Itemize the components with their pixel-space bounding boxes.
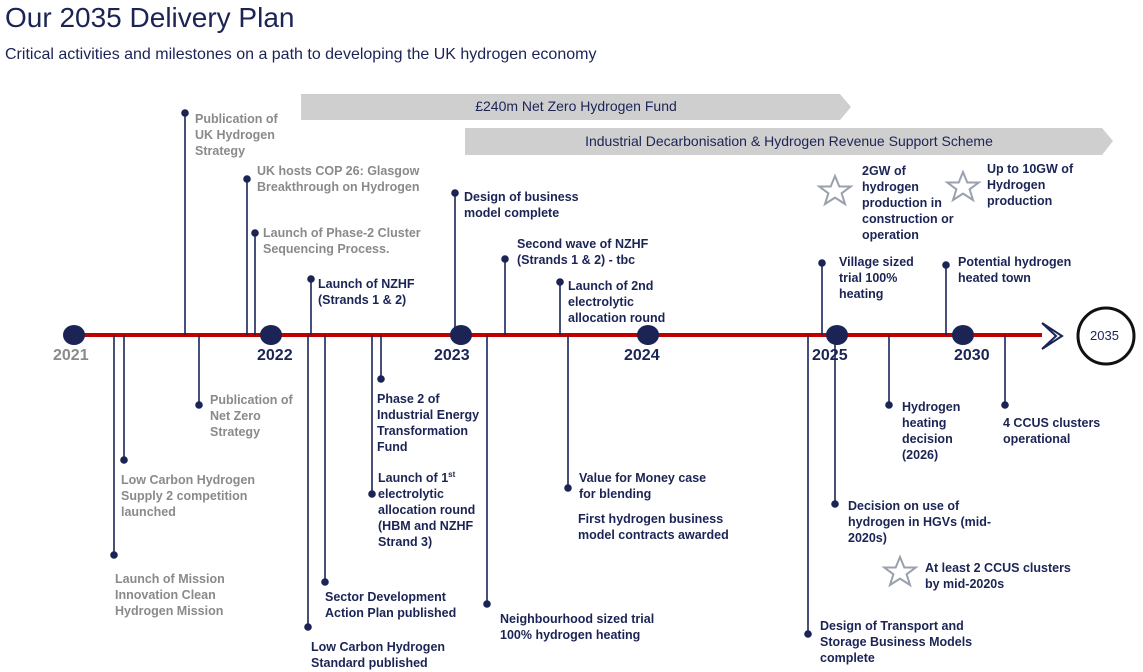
milestone-cop26: UK hosts COP 26: Glasgow Breakthrough on… (257, 164, 420, 194)
milestone-uk-strategy: Publication of UK Hydrogen Strategy (195, 112, 278, 158)
milestone-nzhf-launch: Launch of NZHF (Strands 1 & 2) (318, 277, 415, 307)
milestone-first-electrolytic-sup: st (448, 470, 456, 479)
connector-dot (195, 401, 203, 409)
connector-dot (451, 189, 459, 197)
milestone-2gw: 2GW of hydrogen production in constructi… (862, 164, 954, 242)
connector-dot (251, 229, 259, 237)
connector-dot (120, 456, 128, 464)
milestone-first-electrolytic-lead: Launch of 1 (378, 471, 449, 486)
milestone-heated-town: Potential hydrogen heated town (958, 255, 1072, 285)
milestone-ietf-phase2: Phase 2 of Industrial Energy Transformat… (377, 392, 480, 454)
year-label-2030: 2030 (954, 347, 990, 364)
year-label-2035: 2035 (1090, 328, 1119, 343)
milestone-business-model: Design of business model complete (464, 190, 579, 220)
milestone-phase2-cluster: Launch of Phase-2 Cluster Sequencing Pro… (263, 226, 421, 256)
year-dot-2025 (826, 325, 848, 345)
milestone-nzhf-second: Second wave of NZHF (Strands 1 & 2) - tb… (517, 237, 649, 267)
milestone-sector-plan: Sector Development Action Plan published (325, 590, 457, 620)
milestone-standard: Low Carbon Hydrogen Standard published (311, 640, 446, 670)
connector-dot (368, 490, 376, 498)
milestone-net-zero-strategy: Publication of Net Zero Strategy (210, 393, 293, 439)
connector-dot (243, 175, 251, 183)
milestone-transport-storage: Design of Transport and Storage Business… (820, 619, 973, 665)
connector-dot (556, 278, 564, 286)
connector-dot (804, 630, 812, 638)
connector-dot (1001, 401, 1009, 409)
milestone-second-electrolytic: Launch of 2nd electrolytic allocation ro… (568, 279, 666, 325)
connector-dot (181, 109, 189, 117)
year-label-2023: 2023 (434, 347, 470, 364)
milestone-neighbourhood: Neighbourhood sized trial 100% hydrogen … (500, 612, 655, 642)
milestone-first-electrolytic-rest: electrolytic allocation round (HBM and N… (378, 487, 476, 550)
connector-dot (818, 259, 826, 267)
connector-dot (110, 551, 118, 559)
connector-dot (483, 600, 491, 608)
milestone-ccus-4: 4 CCUS clusters operational (1003, 416, 1101, 446)
connector-dot (564, 484, 572, 492)
milestone-village-trial: Village sized trial 100% heating (839, 255, 914, 301)
year-label-2025: 2025 (812, 347, 848, 364)
year-label-2022: 2022 (257, 347, 293, 364)
milestone-vfm-blending: Value for Money case for blending (579, 471, 707, 501)
milestone-heating-decision: Hydrogen heating decision (2026) (902, 400, 961, 462)
connector-dot (501, 255, 509, 263)
milestone-first-electrolytic: Launch of 1st electrolytic allocation ro… (378, 467, 488, 550)
year-label-2021: 2021 (53, 347, 89, 364)
milestone-low-carbon-supply: Low Carbon Hydrogen Supply 2 competition… (121, 473, 256, 519)
chevron-right-icon (1041, 322, 1064, 350)
star-outline-icon (944, 169, 982, 203)
year-dot-2023 (450, 325, 472, 345)
connector-dot (377, 375, 385, 383)
connector-dot (304, 623, 312, 631)
year-dot-2030 (952, 325, 974, 345)
year-dot-2021 (63, 325, 85, 345)
star-outline-icon (816, 173, 854, 207)
year-dot-2024 (637, 325, 659, 345)
connector-dot (307, 275, 315, 283)
milestone-mission-innovation: Launch of Mission Innovation Clean Hydro… (115, 572, 225, 618)
milestone-ccus-2: At least 2 CCUS clusters by mid-2020s (925, 561, 1071, 591)
fund-banner-label: £240m Net Zero Hydrogen Fund (475, 98, 677, 114)
star-outline-icon (881, 554, 919, 588)
fund-banner (301, 94, 851, 120)
milestone-hgv-decision: Decision on use of hydrogen in HGVs (mid… (848, 499, 992, 545)
milestone-10gw: Up to 10GW of Hydrogen production (987, 162, 1074, 208)
page-subtitle: Critical activities and milestones on a … (5, 46, 597, 63)
scheme-banner (465, 128, 1113, 155)
connector-dot (831, 500, 839, 508)
connector-dot (942, 261, 950, 269)
scheme-banner-label: Industrial Decarbonisation & Hydrogen Re… (585, 133, 993, 149)
connector-dot (321, 578, 329, 586)
year-dot-2022 (260, 325, 282, 345)
milestone-first-contracts: First hydrogen business model contracts … (578, 512, 729, 542)
end-year-circle (1076, 306, 1136, 366)
connector-dot (885, 401, 893, 409)
page-title: Our 2035 Delivery Plan (5, 2, 295, 33)
year-label-2024: 2024 (624, 347, 660, 364)
